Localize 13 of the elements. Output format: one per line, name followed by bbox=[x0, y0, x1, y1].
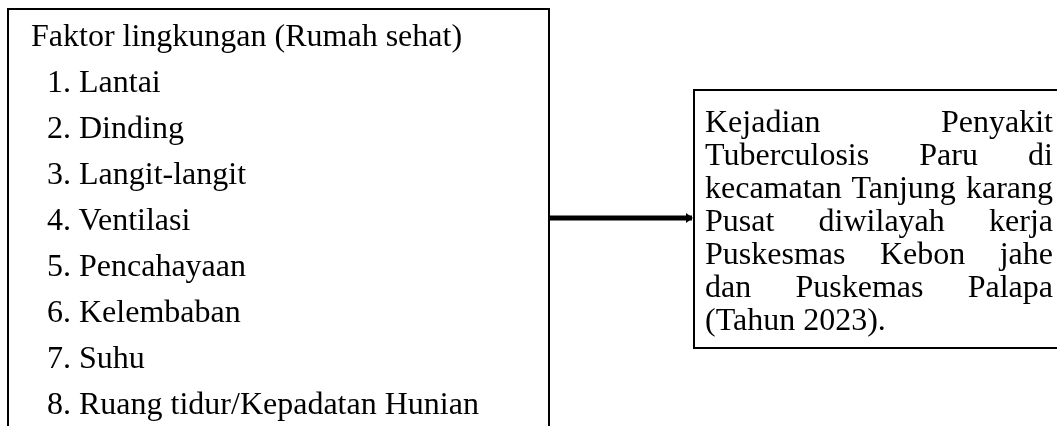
outcome-box bbox=[693, 89, 1057, 349]
list-item: 5. Pencahayaan bbox=[47, 246, 246, 284]
list-item: 2. Dinding bbox=[47, 108, 184, 146]
list-heading: Faktor lingkungan (Rumah sehat) bbox=[31, 16, 463, 54]
list-item: 1. Lantai bbox=[47, 62, 161, 100]
outcome-text: Kejadian Penyakit Tuberculosis Paru di kecamatan Tanjung karang Pusat diwilayah kerja Puskesmas Kebon jahe dan Puskemas Palapa (Tahun 2023). bbox=[705, 105, 1053, 336]
list-item: 3. Langit-langit bbox=[47, 154, 247, 192]
factor-list-box bbox=[7, 8, 550, 426]
list-item: 6. Kelembaban bbox=[47, 292, 241, 330]
arrow bbox=[550, 213, 693, 223]
list-item: 4. Ventilasi bbox=[47, 200, 191, 238]
list-item: 8. Ruang tidur/Kepadatan Hunian bbox=[47, 384, 479, 422]
list-item: 7. Suhu bbox=[47, 338, 145, 376]
